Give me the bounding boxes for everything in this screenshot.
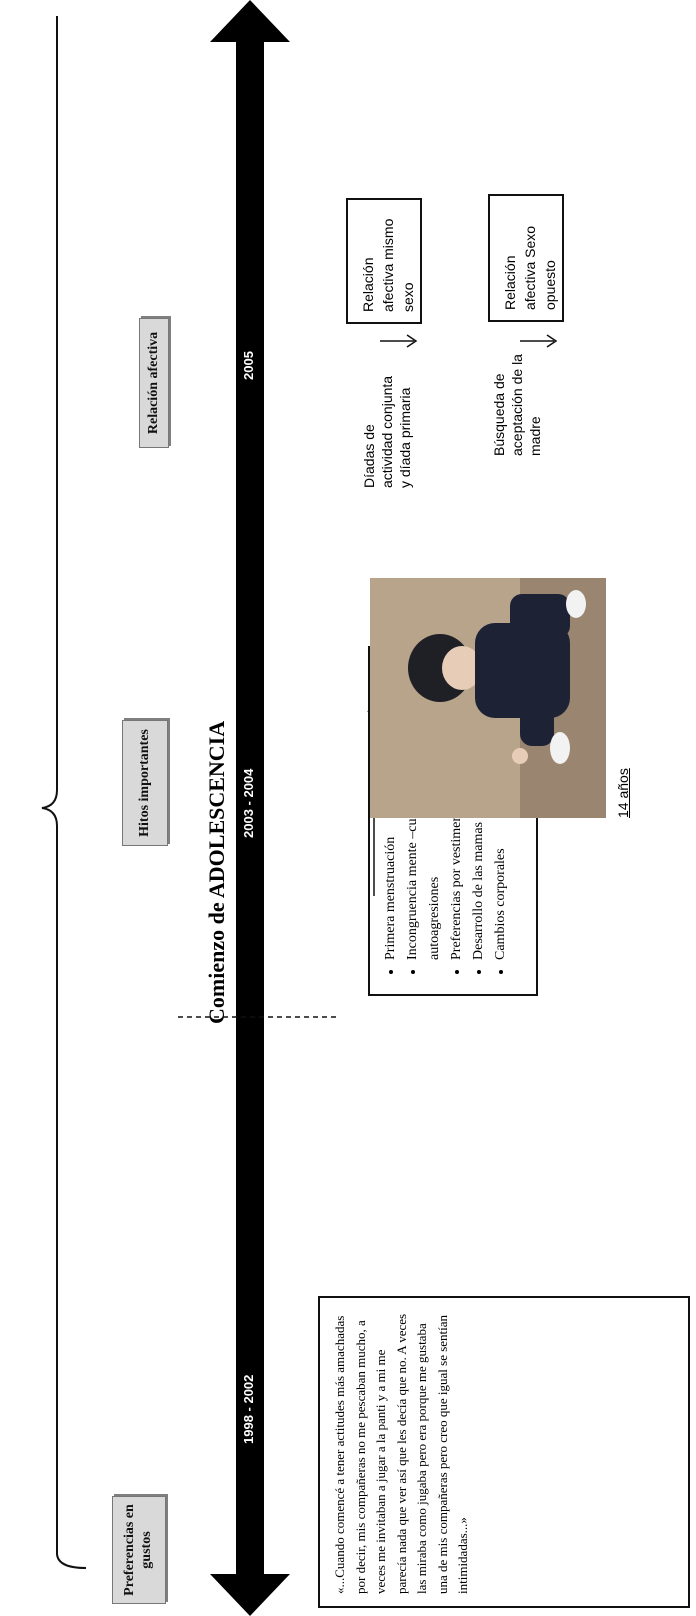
photo-caption: 14 años [615,768,631,818]
period-label-2005: 2005 [241,351,256,380]
same-sex-relationship-label: Relación afectiva mismo sexo [360,218,416,312]
category-preferencias-label: Preferencias en gustos [122,1504,154,1596]
opposite-sex-relationship-label: Relación afectiva Sexo opuesto [502,225,558,310]
category-hitos: Hitos importantes [122,720,168,846]
quote-box: «...Cuando comencé a tener actitudes más… [318,1296,690,1608]
timeline-arrow [210,0,290,1616]
mother-to-opposite-sex-arrow [520,334,558,348]
opposite-sex-relationship-box: Relación afectiva Sexo opuesto [488,194,564,322]
category-hitos-label: Hitos importantes [136,729,152,837]
quote-text: «...Cuando comencé a tener actitudes más… [332,1313,470,1594]
dyads-to-same-sex-arrow [380,334,418,348]
dyads-label: Díadas de actividad conjunta y díada pri… [361,375,413,488]
adolescence-heading: Comienzo de ADOLESCENCIA [204,720,229,1024]
period-label-1998-2002: 1998 - 2002 [241,1374,256,1444]
adolescent-photo [370,578,606,818]
person-figure-image [370,578,606,818]
category-relacion-label: Relación afectiva [145,331,161,435]
mother-acceptance-label: Búsqueda de aceptación de la madre [491,354,543,456]
same-sex-relationship-box: Relación afectiva mismo sexo [346,198,422,324]
category-relacion: Relación afectiva [139,318,169,448]
period-label-2003-2004: 2003 - 2004 [241,768,256,838]
category-preferencias: Preferencias en gustos [112,1496,166,1604]
grouping-brace [41,16,87,1569]
period-divider [178,1016,338,1018]
